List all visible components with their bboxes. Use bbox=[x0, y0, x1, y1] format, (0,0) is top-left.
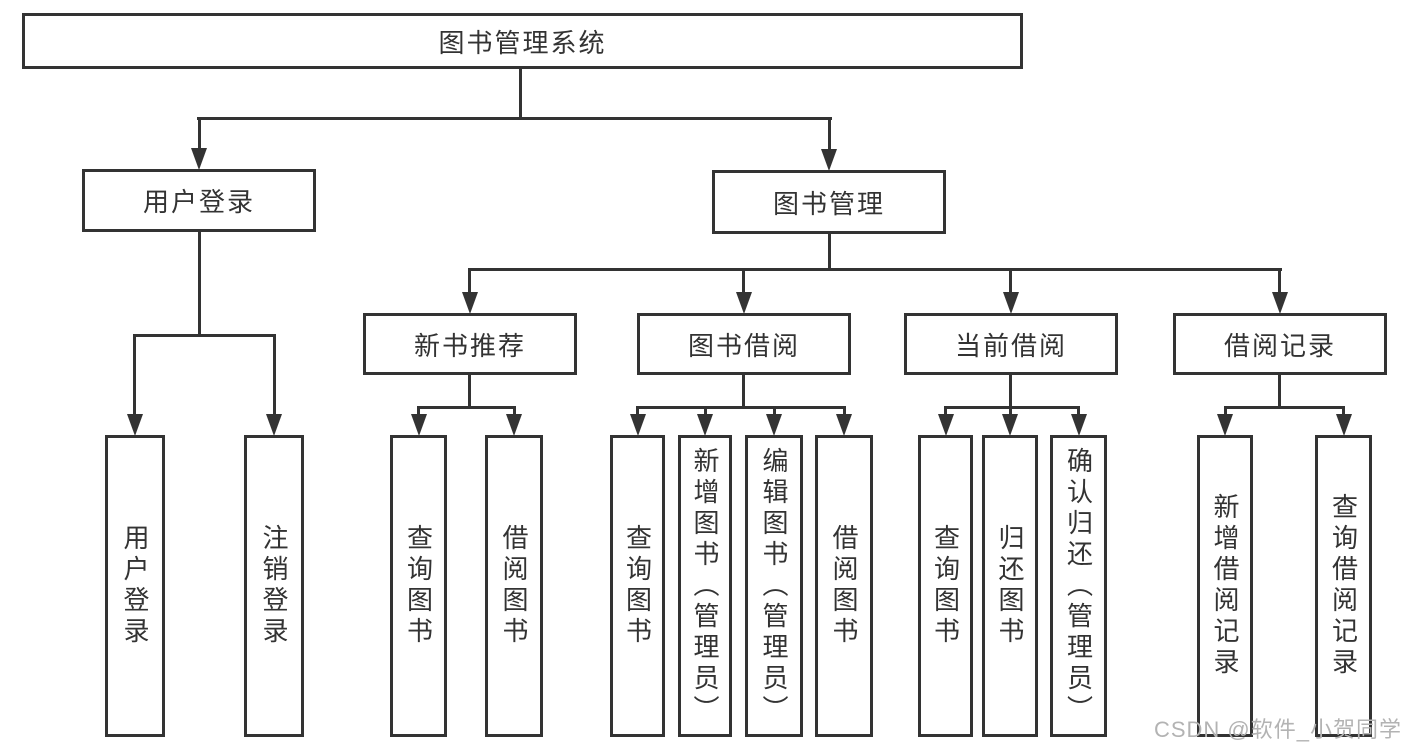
connector-vline bbox=[468, 268, 471, 296]
connector-vline bbox=[133, 334, 136, 416]
leaf-add-borrow-record: 新增借阅记录 bbox=[1197, 435, 1253, 737]
connector-vline bbox=[944, 406, 947, 418]
connector-vline bbox=[468, 373, 471, 409]
connector-vline bbox=[1342, 406, 1345, 418]
connector-vline bbox=[843, 406, 846, 418]
node-current-borrow: 当前借阅 bbox=[904, 313, 1118, 375]
connector-vline bbox=[273, 334, 276, 416]
connector-vline bbox=[198, 230, 201, 337]
leaf-edit-book-admin: 编辑图书（管理员） bbox=[745, 435, 803, 737]
connector-vline bbox=[513, 406, 516, 418]
leaf-borrow-book-recommend: 借阅图书 bbox=[485, 435, 543, 737]
connector-vline bbox=[1077, 406, 1080, 418]
arrow-down-icon bbox=[938, 414, 954, 436]
node-user-login: 用户登录 bbox=[82, 169, 316, 232]
leaf-query-book-current: 查询图书 bbox=[918, 435, 973, 737]
arrow-down-icon bbox=[1071, 414, 1087, 436]
node-borrow-records-label: 借阅记录 bbox=[1223, 330, 1336, 361]
leaf-return-book: 归还图书 bbox=[982, 435, 1038, 737]
csdn-watermark: CSDN @软件_小贺同学 bbox=[1153, 717, 1402, 742]
leaf-confirm-return-admin: 确认归还（管理员） bbox=[1050, 435, 1107, 737]
arrow-down-icon bbox=[1002, 414, 1018, 436]
connector-hline bbox=[1224, 406, 1345, 409]
connector-vline bbox=[1278, 373, 1281, 409]
arrow-down-icon bbox=[836, 414, 852, 436]
leaf-borrow-book: 借阅图书 bbox=[815, 435, 873, 737]
connector-vline bbox=[704, 406, 707, 418]
arrow-down-icon bbox=[1003, 292, 1019, 314]
node-book-borrow-label: 图书借阅 bbox=[687, 330, 800, 361]
node-book-management-label: 图书管理 bbox=[772, 188, 885, 219]
connector-vline bbox=[742, 373, 745, 409]
connector-vline bbox=[519, 69, 522, 119]
arrow-down-icon bbox=[1272, 292, 1288, 314]
connector-hline bbox=[133, 334, 276, 337]
node-current-borrow-label: 当前借阅 bbox=[954, 330, 1067, 361]
node-borrow-records: 借阅记录 bbox=[1173, 313, 1387, 375]
arrow-down-icon bbox=[462, 292, 478, 314]
connector-hline bbox=[417, 406, 516, 409]
connector-vline bbox=[1224, 406, 1227, 418]
leaf-logout: 注销登录 bbox=[244, 435, 304, 737]
connector-vline bbox=[417, 406, 420, 418]
arrow-down-icon bbox=[506, 414, 522, 436]
arrow-down-icon bbox=[821, 149, 837, 171]
arrow-down-icon bbox=[736, 292, 752, 314]
node-new-book-recommend: 新书推荐 bbox=[363, 313, 577, 375]
arrow-down-icon bbox=[266, 414, 282, 436]
connector-vline bbox=[1009, 268, 1012, 296]
arrow-down-icon bbox=[697, 414, 713, 436]
leaf-add-book-admin: 新增图书（管理员） bbox=[678, 435, 732, 737]
connector-vline bbox=[1278, 268, 1281, 296]
leaf-query-book-recommend: 查询图书 bbox=[390, 435, 447, 737]
node-book-borrow: 图书借阅 bbox=[637, 313, 851, 375]
node-root: 图书管理系统 bbox=[22, 13, 1023, 69]
arrow-down-icon bbox=[411, 414, 427, 436]
connector-vline bbox=[742, 268, 745, 296]
leaf-query-book-borrow: 查询图书 bbox=[610, 435, 665, 737]
connector-vline bbox=[828, 117, 831, 151]
connector-hline bbox=[944, 406, 1080, 409]
connector-hline bbox=[197, 117, 832, 120]
connector-vline bbox=[828, 232, 831, 271]
arrow-down-icon bbox=[630, 414, 646, 436]
connector-hline bbox=[469, 268, 1282, 271]
connector-vline bbox=[636, 406, 639, 418]
leaf-query-borrow-record: 查询借阅记录 bbox=[1315, 435, 1372, 737]
arrow-down-icon bbox=[766, 414, 782, 436]
arrow-down-icon bbox=[127, 414, 143, 436]
connector-hline bbox=[636, 406, 846, 409]
arrow-down-icon bbox=[1336, 414, 1352, 436]
connector-vline bbox=[773, 406, 776, 418]
arrow-down-icon bbox=[191, 148, 207, 170]
leaf-user-login: 用户登录 bbox=[105, 435, 165, 737]
node-root-label: 图书管理系统 bbox=[438, 27, 607, 58]
node-new-book-recommend-label: 新书推荐 bbox=[413, 330, 526, 361]
node-user-login-label: 用户登录 bbox=[142, 187, 255, 217]
connector-vline bbox=[1009, 406, 1012, 418]
node-book-management: 图书管理 bbox=[712, 170, 946, 234]
connector-vline bbox=[1009, 373, 1012, 409]
arrow-down-icon bbox=[1217, 414, 1233, 436]
connector-vline bbox=[198, 117, 201, 150]
